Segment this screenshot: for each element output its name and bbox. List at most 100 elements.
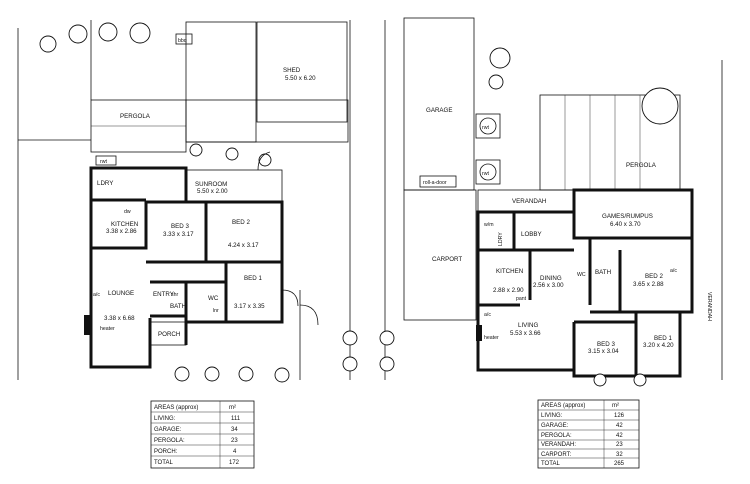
kitchen-dims-right: 2.88 x 2.90 [493,287,524,294]
right-total-label: TOTAL [541,461,560,467]
left-row-value: 4 [233,449,237,455]
roller-door-label: roll-a-door [423,180,447,186]
sunroom-name: SUNROOM [195,181,227,188]
left-floor-plan: bbq SHED 5.50 x 6.20 PERGOLA rwt [17,20,358,383]
rwt-tank-1 [475,113,501,139]
lounge-name: LOUNGE [108,290,134,297]
right-area-table: AREAS (approx) m² LIVING: 126 GARAGE: 42… [537,399,640,469]
carport-outline [403,189,477,321]
right-row-value: 23 [616,442,623,448]
kitchen-name-right: KITCHEN [496,268,523,275]
ac-label: a/c [93,292,100,298]
rwt-label-1: rwt [482,125,489,131]
bbq-box [175,33,193,45]
porch-outline [149,321,187,346]
paved-area [185,99,349,143]
left-total-value: 172 [229,460,240,466]
trees-bottom-right [379,330,647,387]
garden-bed [185,21,257,143]
wc-label: WC [208,295,219,302]
bed3-name-right: BED 3 [597,341,615,348]
bath-label: BATH [170,303,186,310]
left-table-heading: AREAS (approx) [154,405,198,411]
verandah-side-label: VERANDAH [706,292,712,321]
right-row-label: PERGOLA: [541,433,572,439]
verandah-label: VERANDAH [512,198,546,205]
pergola-label: PERGOLA [120,113,151,120]
roller-door [419,175,457,188]
wc-label-right: WC [577,272,586,278]
right-row-label: GARAGE: [541,423,569,429]
shr-label: shr [171,292,178,298]
bed3-name: BED 3 [171,223,189,230]
right-total-value: 265 [614,461,625,467]
right-row-label: VERANDAH: [541,442,576,448]
left-table-unit: m² [229,405,236,411]
bed1-name: BED 1 [244,275,262,282]
games-dims: 6.40 x 3.70 [610,221,641,228]
left-row-label: LIVING: [154,416,176,422]
pant-label: pant [516,296,527,302]
right-row-value: 42 [616,433,623,439]
sunroom-dims: 5.50 x 2.00 [197,188,228,195]
bed1-name-right: BED 1 [654,335,672,342]
left-row-value: 111 [231,416,241,422]
heater-block-right [476,325,482,341]
porch-label: PORCH [158,331,180,338]
dining-dims: 2.56 x 3.00 [533,282,564,289]
trees-bottom-left [174,330,358,383]
lounge-walls [89,248,152,369]
left-row-label: PORCH: [154,449,178,455]
bed2-dims: 4.24 x 3.17 [228,242,259,249]
left-row-value: 34 [231,427,238,433]
heater-block [84,315,92,335]
left-area-table: AREAS (approx) m² LIVING: 111 GARAGE: 34… [150,400,255,469]
trees-top-left [39,22,151,53]
lobby-label: LOBBY [521,231,542,238]
entry-label: ENTRY [153,291,174,298]
lounge-dims: 3.38 x 6.68 [104,315,135,322]
living-dims: 5.53 x 3.66 [510,330,541,337]
right-table-heading: AREAS (approx) [541,403,585,409]
rwt-tank-2 [475,159,501,185]
ac-label-bed2: a/c [670,268,677,274]
living-name: LIVING [518,322,538,329]
left-row-label: PERGOLA: [154,438,185,444]
dining-name: DINING [540,275,562,282]
right-row-value: 126 [614,413,625,419]
right-row-label: CARPORT: [541,452,572,458]
right-floor-plan: GARAGE rwt rwt roll-a-door PERGOLA CARPO… [379,17,723,387]
rwt-label-2: rwt [482,171,489,177]
garage-outline [403,17,475,191]
shed-dims: 5.50 x 6.20 [285,75,316,82]
bed3-dims: 3.33 x 3.17 [163,231,194,238]
rwt-label: rwt [100,159,107,165]
tree-pergola [641,87,679,125]
left-row-value: 23 [231,438,238,444]
left-row-label: GARAGE: [154,427,182,433]
ac-label-living: a/c [484,312,491,318]
heater-label: heater [100,326,115,332]
bed1-dims-right: 3.20 x 4.20 [643,342,674,349]
rwt-box [95,155,117,166]
ldry-label-right: LDRY [498,232,504,246]
ldry-label: LDRY [97,180,113,187]
bed3-dims-right: 3.15 x 3.04 [588,348,619,355]
shed-outline [256,21,348,123]
right-row-value: 32 [616,452,623,458]
pergola-label-right: PERGOLA [626,162,657,169]
bath-label-right: BATH [595,269,611,276]
sunroom-outline [185,169,283,203]
bed1-dims: 3.17 x 3.35 [234,303,265,310]
garage-label: GARAGE [426,107,452,114]
games-walls [572,188,694,240]
left-total-label: TOTAL [154,460,173,466]
bed2-name: BED 2 [232,219,250,226]
right-table-unit: m² [612,403,619,409]
right-row-label: LIVING: [541,413,563,419]
heater-label-right: heater [484,335,499,341]
right-row-value: 42 [616,423,623,429]
wm-label: w/m [484,222,494,228]
kitchen-name: KITCHEN [111,221,138,228]
